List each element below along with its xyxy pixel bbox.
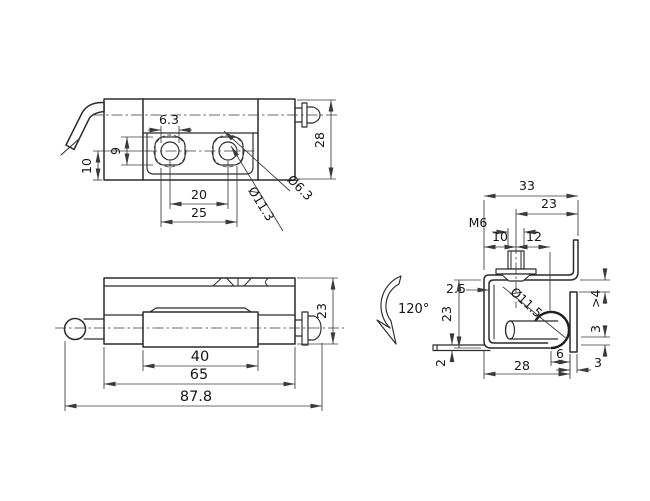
dim-curl-to-panel: 6 (556, 346, 564, 361)
front-view: 40 65 87.8 23 (55, 277, 344, 411)
dim-pin-gap: 3 (588, 325, 603, 333)
pin-end (63, 317, 87, 341)
dim-hole-dia: Ø6.3 (284, 172, 316, 204)
dim-mount-depth: 28 (514, 358, 530, 373)
dim-boss-dia: Ø11.3 (245, 184, 278, 224)
dim-bracket-height: 23 (439, 306, 454, 322)
dim-body-width: 28 (312, 132, 327, 148)
door-panel (569, 291, 578, 353)
dim-tab-thickness: 2 (433, 359, 448, 367)
dim-thread-size: M6 (469, 215, 488, 230)
dim-overall-width: 33 (519, 178, 535, 193)
dim-panel-thickness: 3 (594, 355, 602, 370)
dim-knuckle-length: 40 (191, 349, 209, 365)
dim-hole-dia-top: 6.3 (159, 112, 179, 127)
dim-hole-spacing: 20 (191, 187, 207, 202)
dim-body-height: 23 (314, 303, 329, 319)
top-view: 6.3 9 10 20 25 Ø6.3 Ø11.3 28 (60, 98, 338, 232)
dim-min-gap: >4 (588, 290, 603, 308)
knuckle-barrel (142, 311, 259, 348)
pin-tip-cut (60, 138, 80, 156)
dim-body-length: 65 (190, 367, 208, 383)
dim-rotation-angle: 120° (398, 302, 429, 317)
hinge-body-outline (103, 98, 296, 181)
joint-marks (212, 277, 269, 287)
dim-stud-to-pin: 12 (526, 229, 542, 244)
dim-hole-outer-spacing: 25 (191, 205, 207, 220)
dim-edge-offset: 10 (79, 158, 94, 174)
dim-face-to-stud: 10 (492, 229, 508, 244)
rotation-arrow (376, 275, 402, 345)
plunger-flange-front (301, 311, 309, 346)
dim-overall-length: 87.8 (180, 389, 212, 405)
barrel-spring-plate (149, 307, 252, 313)
pin-end-cap (504, 320, 516, 340)
bracket-view: 120° 33 23 M6 (376, 178, 610, 379)
dim-curl-dia: Ø11.5 (507, 284, 545, 320)
dim-emboss-depth: 2.5 (446, 281, 466, 296)
dim-stud-to-tab: 23 (541, 196, 557, 211)
leaf-plate (146, 132, 254, 175)
bent-pin-rod (65, 101, 105, 151)
